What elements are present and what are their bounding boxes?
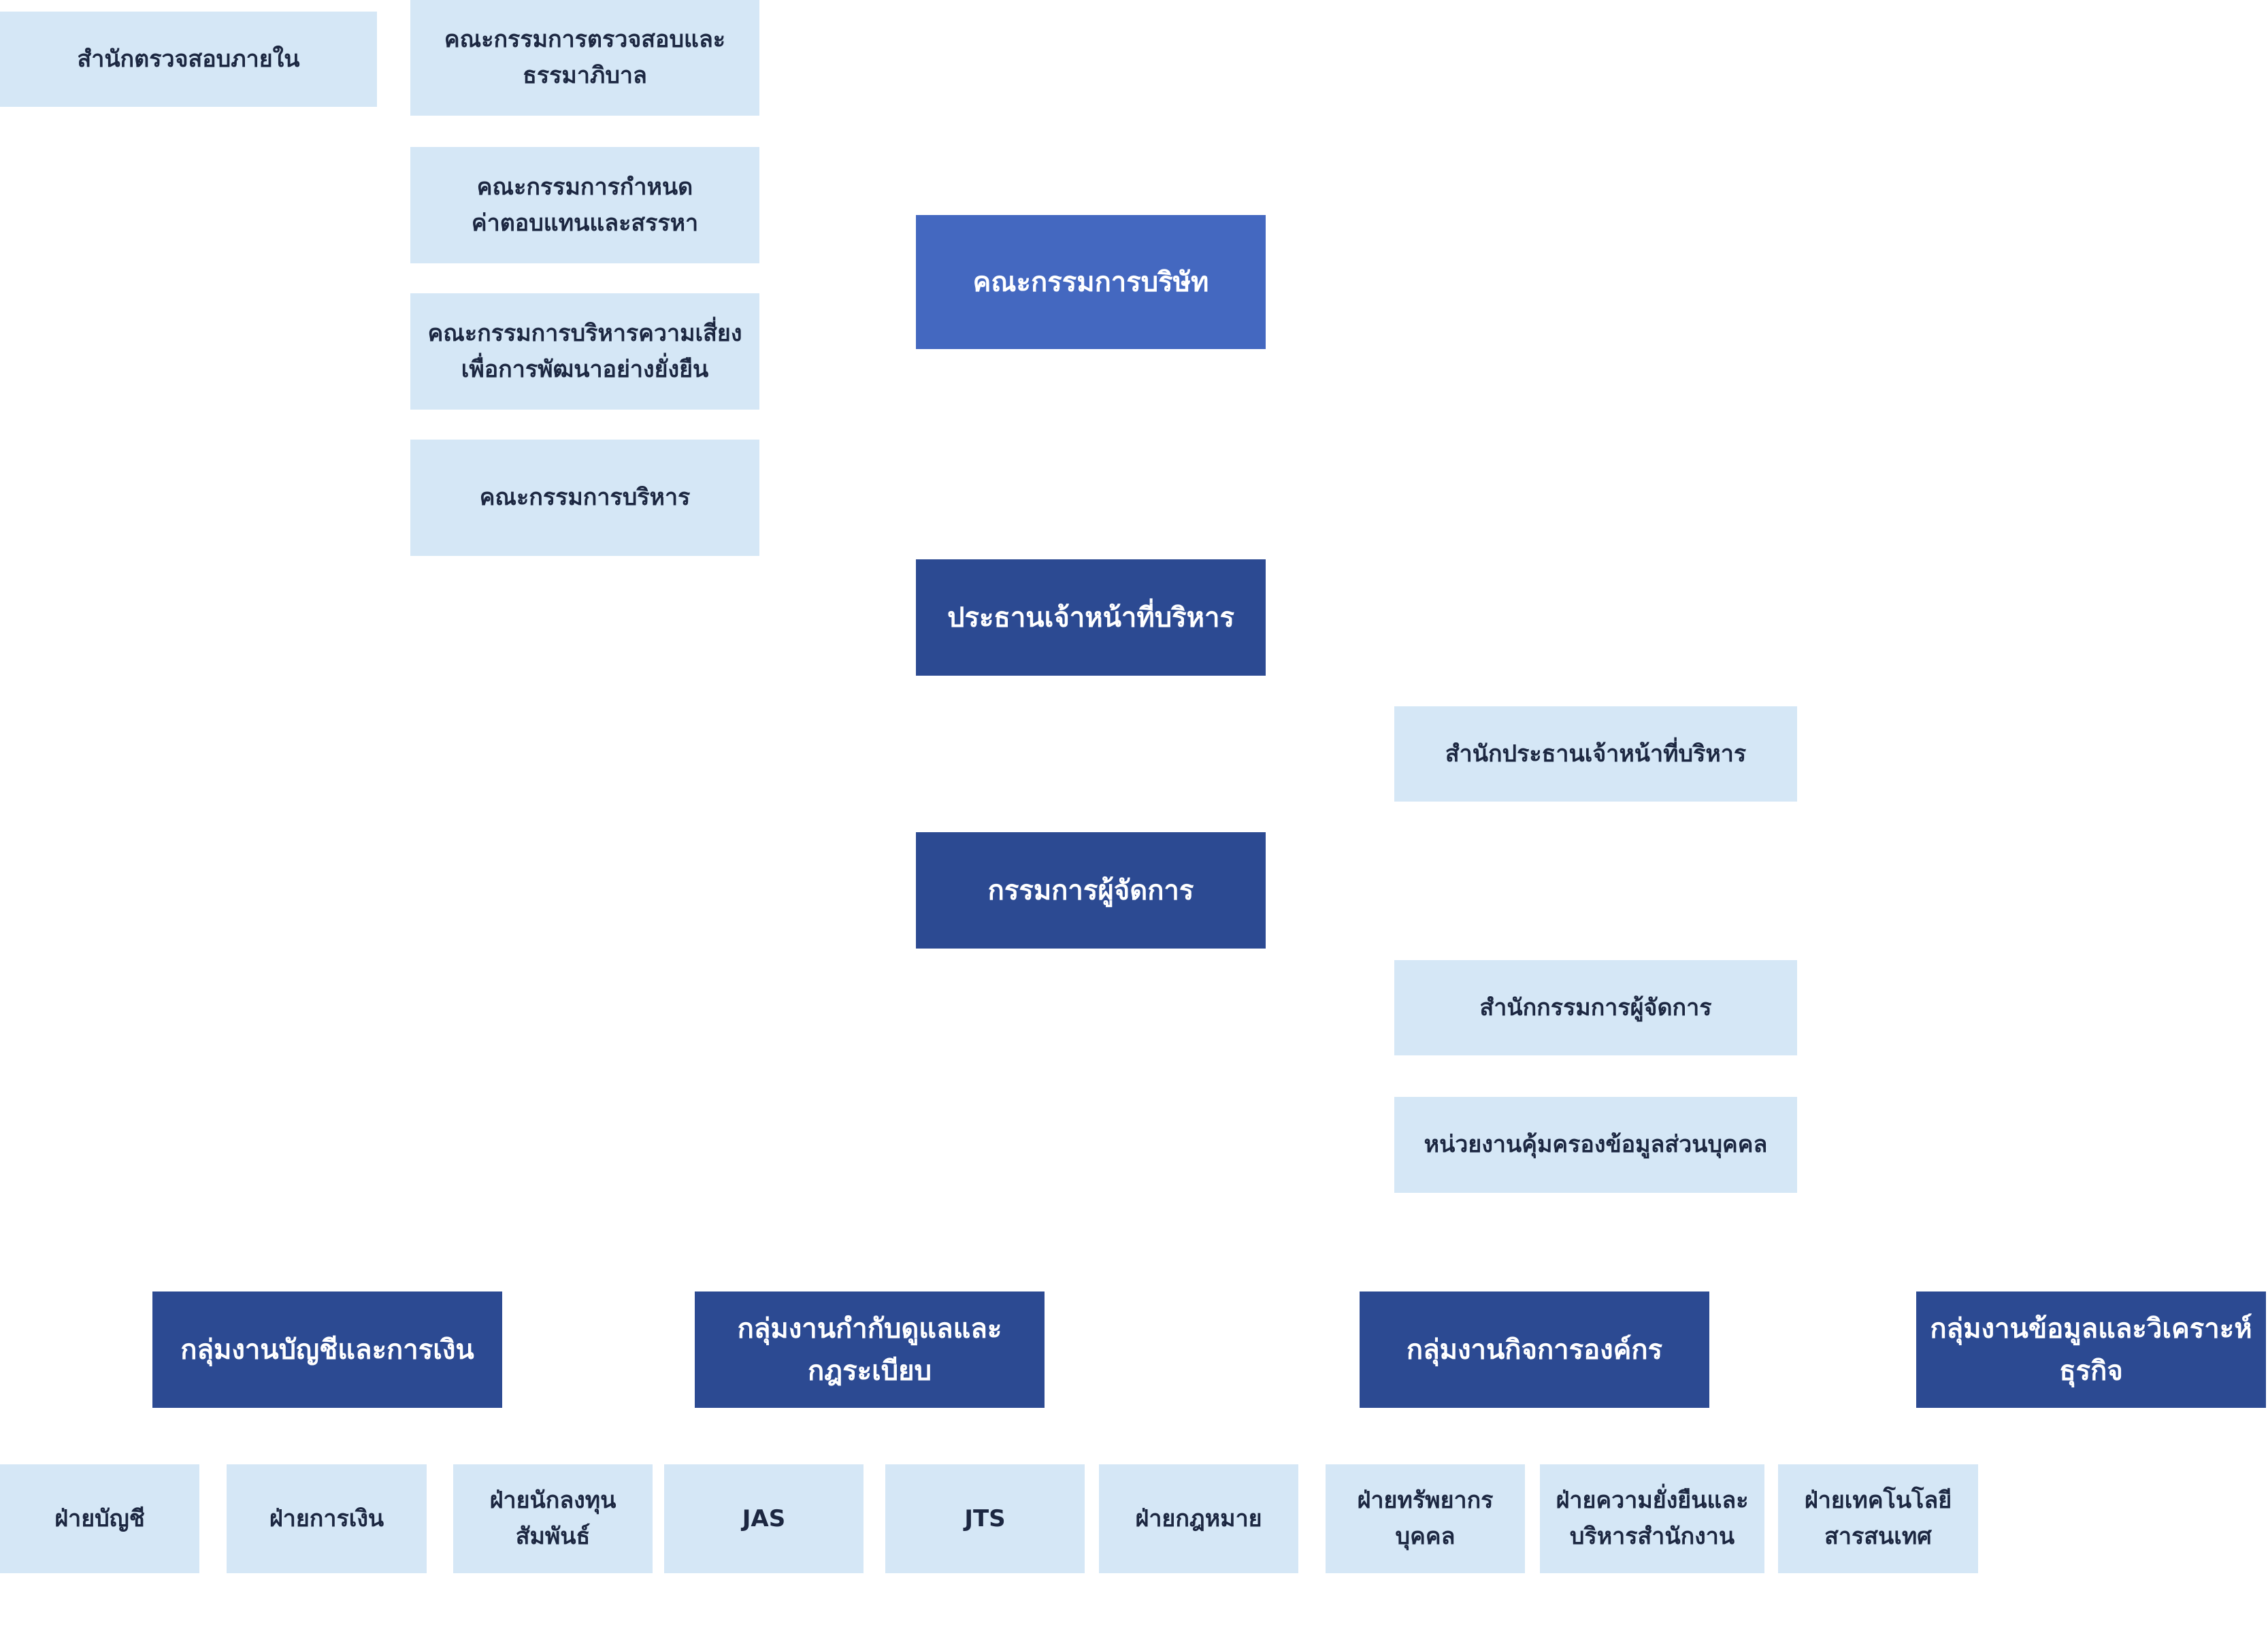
dept-investor-relations: ฝ่ายนักลงทุน สัมพันธ์: [453, 1464, 653, 1573]
executive-committee-label: คณะกรรมการบริหาร: [479, 484, 691, 512]
md-office-label: สำนักกรรมการผู้จัดการ: [1479, 993, 1712, 1021]
board-of-directors: คณะกรรมการบริษัท: [916, 215, 1266, 349]
audit-governance-committee: คณะกรรมการตรวจสอบและ ธรรมาภิบาล: [410, 0, 759, 116]
dept-information-technology: ฝ่ายเทคโนโลยี สารสนเทศ: [1778, 1464, 1978, 1573]
dept-sustainability-admin-label-line2: บริหารสำนักงาน: [1569, 1523, 1735, 1550]
group-corporate-affairs-label: กลุ่มงานกิจการองค์กร: [1406, 1334, 1663, 1366]
board-of-directors-label: คณะกรรมการบริษัท: [972, 266, 1209, 298]
ceo-label: ประธานเจ้าหน้าที่บริหาร: [947, 602, 1234, 634]
audit-governance-committee-label-line2: ธรรมาภิบาล: [523, 62, 647, 89]
ceo: ประธานเจ้าหน้าที่บริหาร: [916, 559, 1266, 676]
risk-sustainability-committee-label-line1: คณะกรรมการบริหารความเสี่ยง: [427, 319, 742, 347]
dept-investor-relations-label-line2: สัมพันธ์: [515, 1523, 591, 1550]
group-data-analytics-label-line2: ธุรกิจ: [2059, 1355, 2123, 1387]
ceo-office-label: สำนักประธานเจ้าหน้าที่บริหาร: [1445, 740, 1747, 768]
dept-information-technology-label-line1: ฝ่ายเทคโนโลยี: [1804, 1487, 1952, 1515]
group-corporate-affairs: กลุ่มงานกิจการองค์กร: [1360, 1291, 1709, 1408]
risk-sustainability-committee-label-line2: เพื่อการพัฒนาอย่างยั่งยืน: [461, 355, 709, 383]
dept-investor-relations-label-line1: ฝ่ายนักลงทุน: [489, 1487, 617, 1515]
dept-accounting-label: ฝ่ายบัญชี: [54, 1504, 145, 1532]
dept-legal-label: ฝ่ายกฎหมาย: [1135, 1504, 1262, 1532]
dept-finance: ฝ่ายการเงิน: [227, 1464, 427, 1573]
group-compliance-label-line2: กฎระเบียบ: [808, 1355, 932, 1387]
group-compliance: กลุ่มงานกำกับดูแลและ กฎระเบียบ: [695, 1291, 1045, 1408]
dept-sustainability-admin-label-line1: ฝ่ายความยั่งยืนและ: [1556, 1487, 1749, 1515]
managing-director-label: กรรมการผู้จัดการ: [987, 874, 1194, 906]
dept-finance-label: ฝ่ายการเงิน: [269, 1504, 384, 1532]
data-protection-unit-label: หน่วยงานคุ้มครองข้อมูลส่วนบุคคล: [1424, 1131, 1768, 1159]
managing-director: กรรมการผู้จัดการ: [916, 832, 1266, 949]
dept-legal: ฝ่ายกฎหมาย: [1099, 1464, 1298, 1573]
group-compliance-label-line1: กลุ่มงานกำกับดูแลและ: [737, 1313, 1002, 1345]
remuneration-nomination-committee-label-line1: คณะกรรมการกำหนด: [476, 173, 693, 201]
audit-governance-committee-label-line1: คณะกรรมการตรวจสอบและ: [444, 26, 726, 54]
dept-jts-label: JTS: [964, 1504, 1006, 1532]
risk-sustainability-committee: คณะกรรมการบริหารความเสี่ยง เพื่อการพัฒนา…: [410, 293, 759, 410]
executive-committee: คณะกรรมการบริหาร: [410, 440, 759, 556]
dept-sustainability-admin: ฝ่ายความยั่งยืนและ บริหารสำนักงาน: [1540, 1464, 1764, 1573]
dept-jas: JAS: [664, 1464, 864, 1573]
internal-audit-office-label: สำนักตรวจสอบภายใน: [77, 45, 300, 73]
dept-jas-label: JAS: [742, 1504, 786, 1532]
dept-human-resources: ฝ่ายทรัพยากร บุคคล: [1326, 1464, 1525, 1573]
group-accounting-finance-label: กลุ่มงานบัญชีและการเงิน: [180, 1334, 474, 1366]
dept-human-resources-label-line2: บุคคล: [1395, 1523, 1456, 1550]
group-accounting-finance: กลุ่มงานบัญชีและการเงิน: [152, 1291, 502, 1408]
internal-audit-office: สำนักตรวจสอบภายใน: [0, 12, 377, 107]
group-data-analytics-label-line1: กลุ่มงานข้อมูลและวิเคราะห์: [1930, 1313, 2252, 1345]
dept-human-resources-label-line1: ฝ่ายทรัพยากร: [1357, 1487, 1494, 1515]
group-data-analytics: กลุ่มงานข้อมูลและวิเคราะห์ ธุรกิจ: [1916, 1291, 2266, 1408]
md-office: สำนักกรรมการผู้จัดการ: [1394, 960, 1797, 1055]
dept-accounting: ฝ่ายบัญชี: [0, 1464, 199, 1573]
dept-jts: JTS: [885, 1464, 1085, 1573]
dept-information-technology-label-line2: สารสนเทศ: [1824, 1523, 1932, 1550]
ceo-office: สำนักประธานเจ้าหน้าที่บริหาร: [1394, 706, 1797, 802]
data-protection-unit: หน่วยงานคุ้มครองข้อมูลส่วนบุคคล: [1394, 1097, 1797, 1193]
remuneration-nomination-committee-label-line2: ค่าตอบแทนและสรรหา: [471, 209, 699, 237]
remuneration-nomination-committee: คณะกรรมการกำหนด ค่าตอบแทนและสรรหา: [410, 147, 759, 263]
